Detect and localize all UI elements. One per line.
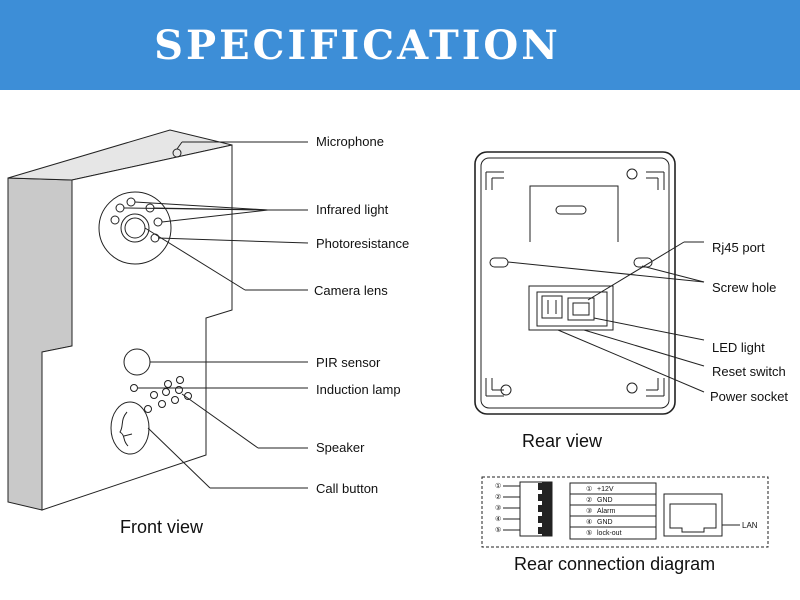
- pin-5-number: ⑤: [586, 529, 592, 537]
- label-screw-hole: Screw hole: [712, 280, 776, 295]
- label-camera-lens: Camera lens: [314, 283, 388, 298]
- label-photoresistance: Photoresistance: [316, 236, 409, 251]
- label-pir-sensor: PIR sensor: [316, 355, 381, 370]
- pin-5-name: lock-out: [597, 530, 622, 537]
- header-banner: SPECIFICATION: [0, 0, 800, 90]
- label-call-button: Call button: [316, 481, 378, 496]
- pin-2-name: GND: [597, 497, 613, 504]
- label-reset-switch: Reset switch: [712, 364, 786, 379]
- label-infrared-light: Infrared light: [316, 202, 389, 217]
- svg-text:⑤: ⑤: [495, 526, 501, 534]
- pin-4-number: ④: [586, 518, 592, 526]
- pin-1-name: +12V: [597, 486, 614, 493]
- pin-legend: [569, 482, 657, 540]
- call-button-face-icon: [119, 411, 133, 447]
- camera-lens-ring: [120, 213, 150, 243]
- pin-3-number: ③: [586, 507, 592, 515]
- specification-diagram: Microphone Infrared light Photoresistanc…: [7, 129, 788, 574]
- rear-view-leader-lines: [507, 241, 705, 393]
- svg-text:②: ②: [495, 493, 501, 501]
- corner-bracket: [485, 378, 504, 397]
- pin-2-number: ②: [586, 496, 592, 504]
- rear-view-labels: Rj45 port Screw hole LED light Reset swi…: [522, 240, 788, 451]
- label-speaker: Speaker: [316, 440, 365, 455]
- pin-4-name: GND: [597, 519, 613, 526]
- camera-module: [98, 191, 172, 265]
- pin-legend-entries: ① +12V ② GND ③ Alarm ④ GND ⑤ lock-out: [586, 485, 622, 537]
- induction-lamp: [130, 384, 138, 392]
- front-view-device: [7, 129, 233, 511]
- corner-bracket: [485, 171, 504, 190]
- lan-port: [663, 493, 723, 537]
- caption-rear-view: Rear view: [522, 431, 603, 451]
- label-rj45-port: Rj45 port: [712, 240, 765, 255]
- label-microphone: Microphone: [316, 134, 384, 149]
- connector-panel: [528, 285, 614, 331]
- connector-pin-numbers: ① ② ③ ④ ⑤: [495, 482, 501, 534]
- corner-bracket: [646, 378, 665, 397]
- label-induction-lamp: Induction lamp: [316, 382, 401, 397]
- caption-front-view: Front view: [120, 517, 204, 537]
- rj45-port: [567, 297, 595, 321]
- label-lan: LAN: [742, 521, 758, 530]
- svg-text:④: ④: [495, 515, 501, 523]
- front-view-labels: Microphone Infrared light Photoresistanc…: [120, 134, 409, 537]
- front-view-leader-lines: [123, 141, 309, 489]
- terminal-pins: [538, 483, 550, 534]
- svg-text:③: ③: [495, 504, 501, 512]
- label-power-socket: Power socket: [710, 389, 788, 404]
- mounting-slot: [529, 185, 619, 242]
- connector-wires: [503, 485, 520, 531]
- caption-rear-connection-diagram: Rear connection diagram: [514, 554, 715, 574]
- screw-hole-left: [489, 257, 509, 268]
- terminal-block: [541, 295, 563, 319]
- svg-text:①: ①: [495, 482, 501, 490]
- page-title: SPECIFICATION: [154, 22, 561, 69]
- corner-bracket: [646, 171, 665, 190]
- connection-diagram: ① ② ③ ④ ⑤ ① +12V ②: [481, 476, 769, 574]
- rear-view-device: [474, 151, 676, 415]
- pin-1-number: ①: [586, 485, 592, 493]
- call-button: [110, 401, 150, 455]
- label-led-light: LED light: [712, 340, 765, 355]
- pin-3-name: Alarm: [597, 508, 615, 515]
